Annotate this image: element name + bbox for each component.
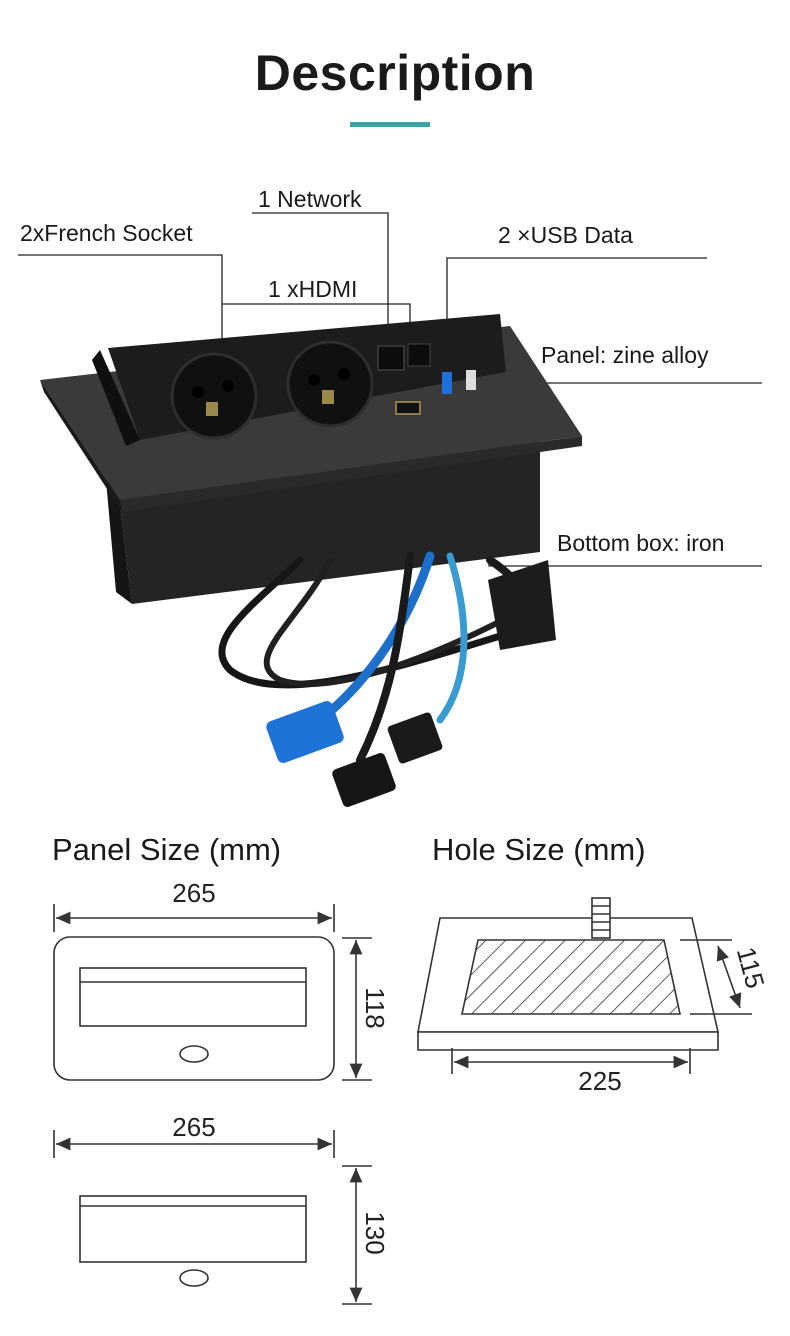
french-socket-label: 2xFrench Socket — [20, 220, 193, 246]
panel-material-label: Panel: zine alloy — [541, 342, 709, 368]
title-underline — [350, 122, 430, 127]
side-height-value: 130 — [360, 1211, 390, 1254]
french-socket-2 — [286, 340, 374, 428]
panel-side-view — [53, 1130, 372, 1305]
usb-port-1 — [442, 372, 452, 394]
usb-label: 2 ×USB Data — [498, 222, 633, 248]
hole-size-view — [417, 897, 752, 1074]
panel-width-value: 265 — [172, 878, 215, 908]
network-extension — [387, 712, 443, 764]
panel-top-view — [53, 904, 372, 1081]
schuko-plug — [488, 560, 556, 650]
network-port — [377, 345, 405, 371]
network-label: 1 Network — [258, 186, 362, 212]
panel-height-value: 118 — [360, 987, 390, 1028]
panel-size-heading: Panel Size (mm) — [52, 832, 282, 867]
usb-extension-blue — [266, 701, 344, 763]
hole-height-value: 115 — [731, 944, 771, 992]
hdmi-port — [395, 401, 421, 415]
page-title: Description — [254, 45, 536, 101]
french-socket-1 — [170, 352, 258, 440]
bottom-box-material-label: Bottom box: iron — [557, 530, 725, 556]
usb-port-2 — [466, 370, 476, 390]
usb-extension-black — [332, 753, 396, 807]
hole-width-value: 225 — [578, 1066, 621, 1096]
side-width-value: 265 — [172, 1112, 215, 1142]
hdmi-label: 1 xHDMI — [268, 276, 358, 302]
product-illustration — [18, 212, 762, 807]
hole-size-heading: Hole Size (mm) — [432, 832, 646, 867]
